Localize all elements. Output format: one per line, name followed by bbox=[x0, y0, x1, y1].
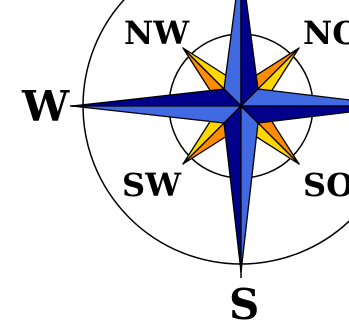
label-se: SO bbox=[303, 166, 349, 204]
east-point-bottom bbox=[241, 106, 349, 123]
west-point-bottom bbox=[72, 106, 241, 123]
label-sw: SW bbox=[122, 166, 182, 204]
south-point-right bbox=[241, 106, 258, 272]
label-nw: NW bbox=[124, 14, 190, 52]
label-w: W bbox=[21, 82, 70, 131]
south-point-left bbox=[224, 106, 241, 272]
east-point-top bbox=[241, 89, 349, 106]
label-ne: NO bbox=[303, 14, 349, 52]
west-point-top bbox=[72, 89, 241, 106]
north-point-right bbox=[241, 0, 258, 106]
label-s: S bbox=[229, 280, 259, 322]
north-point-left bbox=[224, 0, 241, 106]
